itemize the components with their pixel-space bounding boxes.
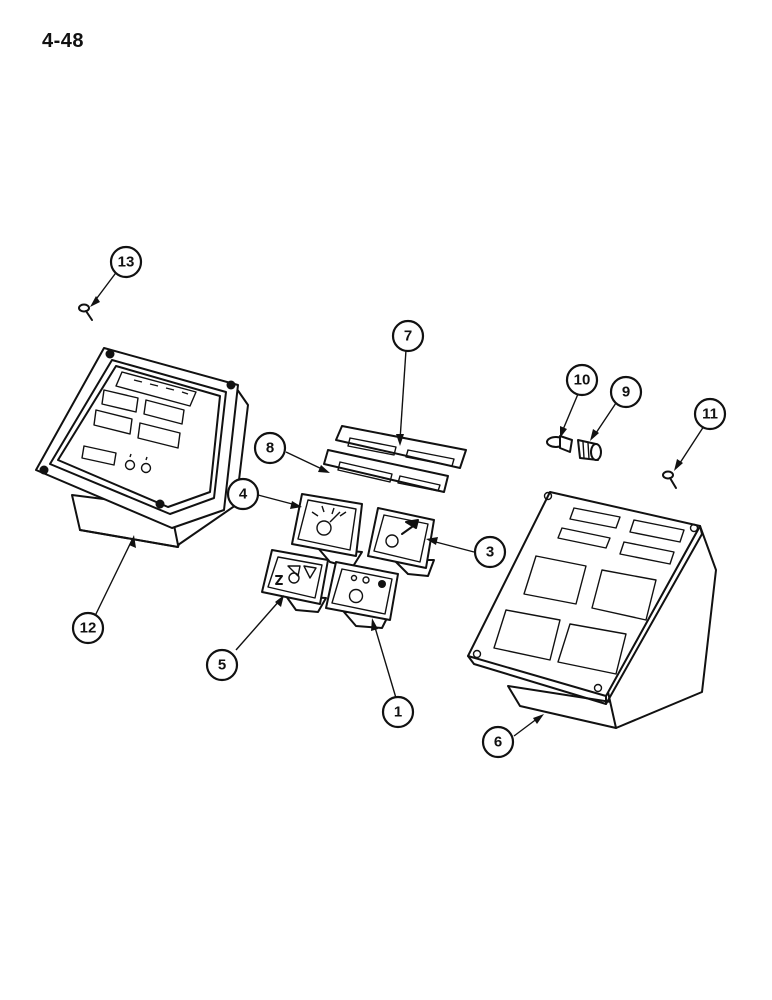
callout-12: 12 — [71, 611, 105, 645]
part-6-housing — [467, 491, 717, 729]
callout-8: 8 — [253, 431, 287, 465]
svg-text:1: 1 — [394, 704, 402, 721]
part-7-gasket — [335, 425, 467, 469]
svg-text:7: 7 — [404, 328, 412, 345]
part-13-screw — [78, 303, 93, 321]
callout-11: 11 — [693, 397, 727, 431]
part-1-gauge — [325, 561, 399, 629]
callout-9: 9 — [609, 375, 643, 409]
svg-text:9: 9 — [622, 384, 630, 401]
part-11-screw — [662, 470, 677, 489]
part-3-gauge — [367, 507, 435, 577]
callout-3: 3 — [473, 535, 507, 569]
svg-text:8: 8 — [266, 440, 274, 457]
svg-text:3: 3 — [486, 544, 494, 561]
part-9-socket — [577, 439, 602, 461]
callout-1: 1 — [381, 695, 415, 729]
callout-7: 7 — [391, 319, 425, 353]
callout-10: 10 — [565, 363, 599, 397]
svg-text:6: 6 — [494, 734, 502, 751]
svg-text:12: 12 — [80, 620, 97, 637]
svg-text:10: 10 — [574, 372, 591, 389]
callout-13: 13 — [109, 245, 143, 279]
part-8-gasket — [323, 449, 449, 493]
svg-text:13: 13 — [118, 254, 135, 271]
callout-6: 6 — [481, 725, 515, 759]
page-number: 4-48 — [42, 30, 85, 52]
leader-lines — [90, 269, 705, 737]
svg-text:11: 11 — [702, 406, 718, 423]
part-4-gauge — [291, 493, 363, 569]
callout-4: 4 — [226, 477, 260, 511]
part-12-instrument-cluster — [35, 347, 249, 548]
part-5-gauge — [261, 549, 329, 613]
svg-text:4: 4 — [239, 486, 248, 503]
svg-text:5: 5 — [218, 657, 226, 674]
callout-5: 5 — [205, 648, 239, 682]
part-10-bulb — [546, 435, 573, 453]
